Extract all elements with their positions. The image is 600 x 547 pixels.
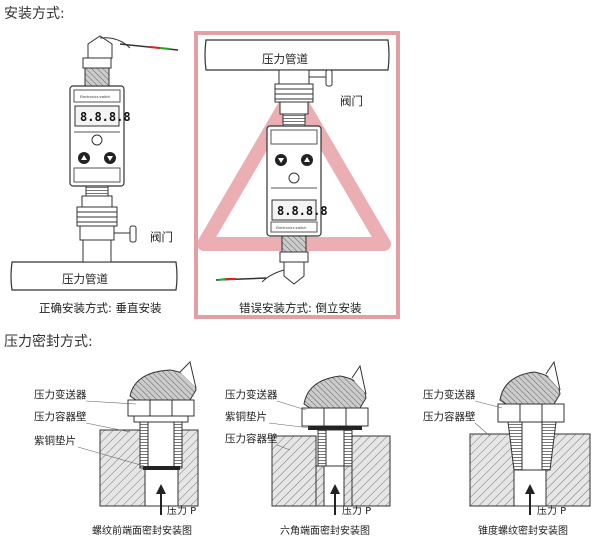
pressure-pipe (204, 39, 390, 71)
pressure-pipe (10, 261, 178, 291)
valve-body (79, 225, 115, 241)
seal-panel-thread-front: 压力 P 压力变送器 压力容器壁 紫铜垫片 螺纹前端面密封安装图 (34, 361, 199, 537)
svg-text:Electronics switch: Electronics switch (80, 95, 110, 99)
svg-text:压力 P: 压力 P (167, 504, 196, 517)
pipe-label: 压力管道 (62, 272, 108, 286)
svg-text:压力变送器: 压力变送器 (423, 388, 476, 401)
svg-text:压力变送器: 压力变送器 (34, 388, 87, 401)
pipe-label: 压力管道 (262, 52, 308, 66)
seal-panel-hex-face: 压力 P 压力变送器 紫铜垫片 压力容器壁 六角端面密封安装图 (225, 364, 391, 537)
seal-caption-1: 螺纹前端面密封安装图 (92, 524, 192, 537)
wrong-caption: 错误安装方式: 倒立安装 (239, 301, 362, 315)
svg-text:紫铜垫片: 紫铜垫片 (225, 410, 267, 423)
svg-text:压力容器壁: 压力容器壁 (225, 432, 278, 445)
seal-caption-3: 锥度螺纹密封安装图 (478, 524, 568, 537)
seal-section-title: 压力密封方式: (4, 334, 93, 350)
svg-text:压力 P: 压力 P (537, 504, 566, 517)
correct-install-diagram: 压力管道 阀门 Electronics switch 8.8.8.8 (10, 35, 179, 315)
svg-text:压力容器壁: 压力容器壁 (423, 410, 476, 423)
valve-handle (129, 225, 137, 243)
copper-gasket (143, 466, 180, 470)
valve-label: 阀门 (340, 94, 363, 108)
install-section-title: 安装方式: (4, 6, 65, 22)
seal-caption-2: 六角端面密封安装图 (280, 524, 370, 537)
svg-text:压力 P: 压力 P (342, 504, 371, 517)
svg-text:8.8.8.8: 8.8.8.8 (277, 204, 328, 218)
svg-text:压力变送器: 压力变送器 (225, 388, 278, 401)
valve-label: 阀门 (150, 230, 173, 244)
wrong-install-diagram: 压力管道 阀门 8.8.8.8 Electronics switch (194, 31, 400, 319)
svg-text:压力容器壁: 压力容器壁 (34, 410, 87, 423)
seal-panel-taper-thread: 压力 P 压力变送器 压力容器壁 锥度螺纹密封安装图 (423, 360, 591, 537)
svg-text:8.8.8.8: 8.8.8.8 (80, 110, 131, 124)
correct-caption: 正确安装方式: 垂直安装 (39, 301, 162, 315)
copper-gasket (308, 426, 362, 430)
digital-display (271, 199, 317, 221)
svg-text:Electronics switch: Electronics switch (276, 226, 306, 230)
digital-display (74, 105, 120, 127)
wrong-frame (194, 31, 400, 319)
svg-text:紫铜垫片: 紫铜垫片 (34, 434, 76, 447)
